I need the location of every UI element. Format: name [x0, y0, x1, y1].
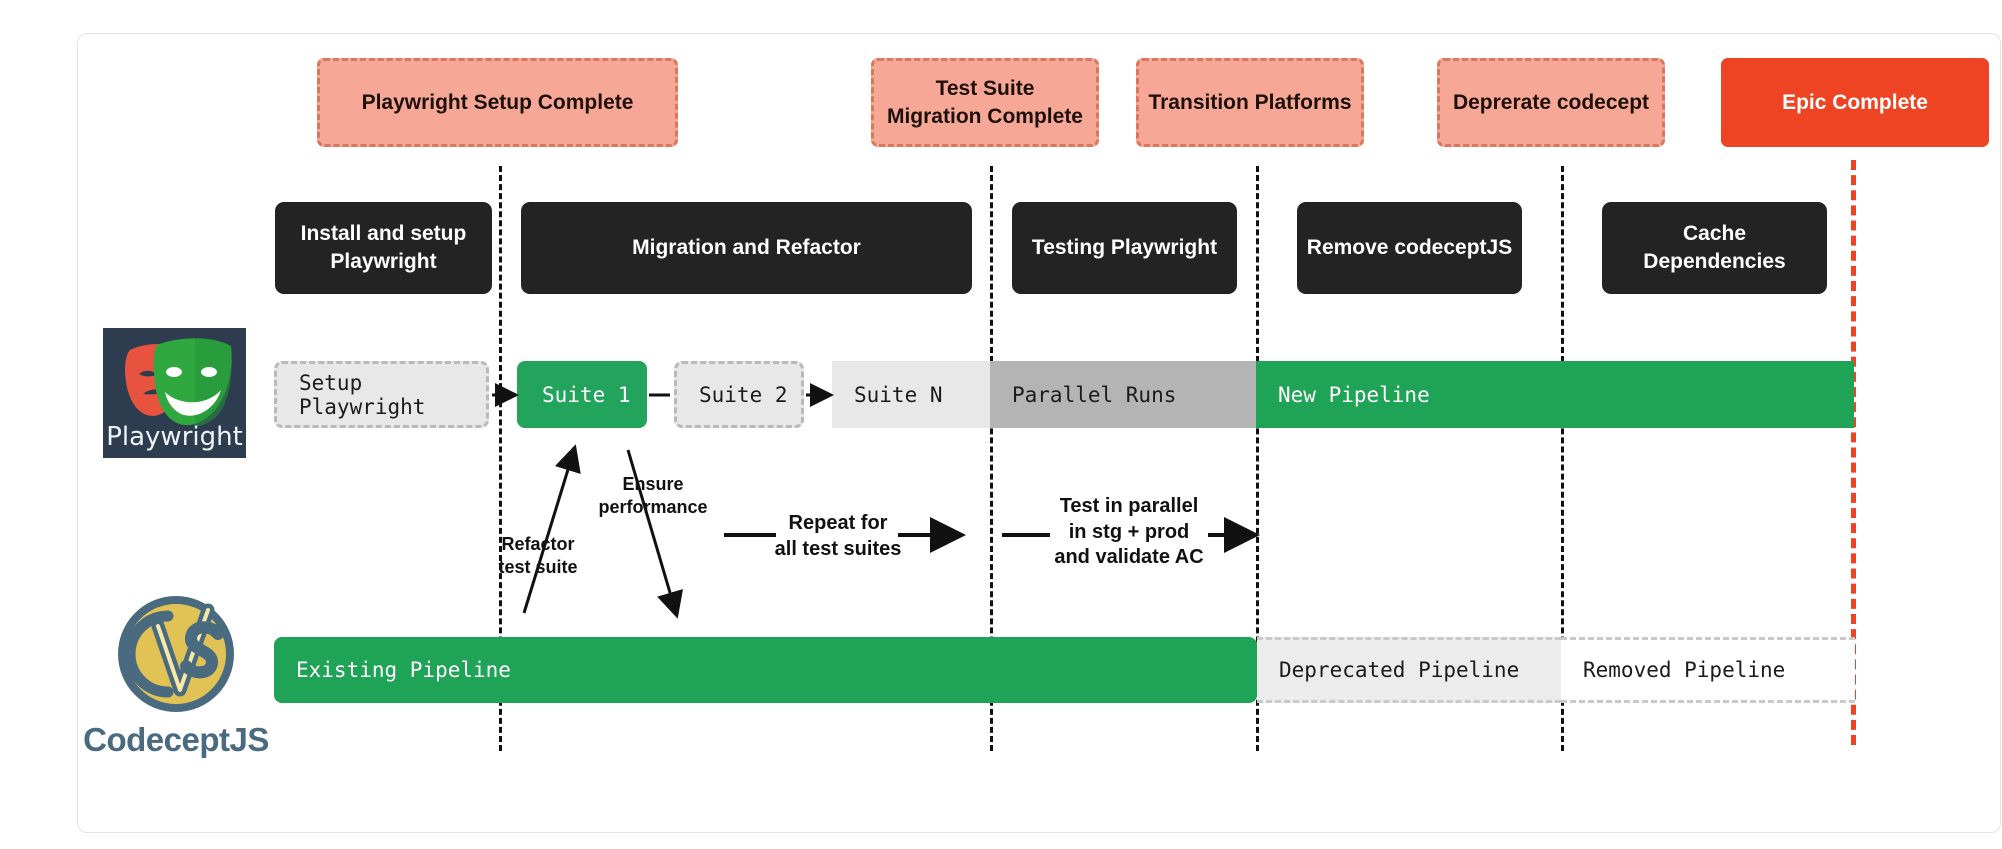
annotation-refactor-test-suite: Refactor test suite: [498, 534, 578, 578]
chip-label: Setup Playwright: [299, 370, 426, 419]
chip-label: New Pipeline: [1278, 382, 1430, 407]
chip-label: Existing Pipeline: [296, 658, 511, 682]
epic-box-migration-and-refactor[interactable]: Migration and Refactor: [521, 202, 972, 294]
milestone-line-2: [990, 166, 993, 751]
chip-label: Suite N: [854, 382, 943, 407]
chip-suite-2[interactable]: Suite 2: [674, 361, 804, 428]
annotation-ensure-performance: Ensure performance: [598, 474, 708, 518]
milestone-box-epic-complete[interactable]: Epic Complete: [1721, 58, 1989, 147]
chip-removed-pipeline[interactable]: Removed Pipeline: [1561, 637, 1855, 703]
playwright-masks-icon: [125, 338, 232, 427]
milestone-box-deprerate-codecept[interactable]: Deprerate codecept: [1437, 58, 1665, 147]
annotation-test-in-parallel: Test in parallel in stg + prod and valid…: [1054, 495, 1204, 569]
milestone-line-1: [499, 166, 502, 751]
chip-new-pipeline[interactable]: New Pipeline: [1256, 361, 1854, 428]
milestone-label: Transition Platforms: [1148, 90, 1352, 114]
epic-label: Migration and Refactor: [632, 236, 861, 260]
milestone-label: Deprerate codecept: [1452, 90, 1650, 114]
milestone-label: Test Suite Migration Complete: [886, 76, 1083, 128]
epic-box-cache-dependencies[interactable]: Cache Dependencies: [1602, 202, 1827, 294]
epic-box-testing-playwright[interactable]: Testing Playwright: [1012, 202, 1237, 294]
codeceptjs-logo-label: CodeceptJS: [83, 721, 269, 758]
milestone-box-playwright-setup-complete[interactable]: Playwright Setup Complete: [317, 58, 678, 147]
epic-label: Install and setup Playwright: [300, 222, 467, 273]
milestone-line-epic: [1851, 160, 1856, 745]
epic-box-remove-codeceptjs[interactable]: Remove codeceptJS: [1297, 202, 1522, 294]
chip-label: Parallel Runs: [1012, 382, 1177, 407]
chip-suite-n[interactable]: Suite N: [832, 361, 990, 428]
milestone-line-3: [1256, 166, 1259, 751]
chip-label: Removed Pipeline: [1583, 658, 1786, 682]
playwright-logo-label: Playwright: [106, 422, 243, 452]
milestone-line-4: [1561, 166, 1564, 751]
epic-label: Cache Dependencies: [1643, 222, 1786, 273]
chip-setup-playwright[interactable]: Setup Playwright: [274, 361, 489, 428]
epic-label: Testing Playwright: [1031, 236, 1218, 260]
codeceptjs-mark-icon: [118, 596, 234, 712]
annotation-repeat-for-all-test-suites: Repeat for all test suites: [774, 512, 902, 560]
playwright-logo: Playwright: [103, 328, 246, 458]
codeceptjs-logo: CodeceptJS: [83, 592, 269, 759]
milestone-label: Playwright Setup Complete: [361, 90, 634, 114]
chip-deprecated-pipeline[interactable]: Deprecated Pipeline: [1257, 637, 1561, 703]
milestone-label: Epic Complete: [1782, 90, 1928, 114]
milestone-box-transition-platforms[interactable]: Transition Platforms: [1136, 58, 1364, 147]
chip-suite-1[interactable]: Suite 1: [517, 361, 647, 428]
chip-existing-pipeline[interactable]: Existing Pipeline: [274, 637, 1257, 703]
chip-parallel-runs[interactable]: Parallel Runs: [990, 361, 1256, 428]
milestone-box-test-suite-migration-complete[interactable]: Test Suite Migration Complete: [871, 58, 1099, 147]
chip-label: Suite 1: [542, 382, 631, 407]
chip-label: Deprecated Pipeline: [1279, 658, 1520, 682]
chip-label: Suite 2: [699, 382, 788, 407]
epic-label: Remove codeceptJS: [1306, 236, 1513, 260]
epic-box-install-and-setup-playwright[interactable]: Install and setup Playwright: [275, 202, 492, 294]
